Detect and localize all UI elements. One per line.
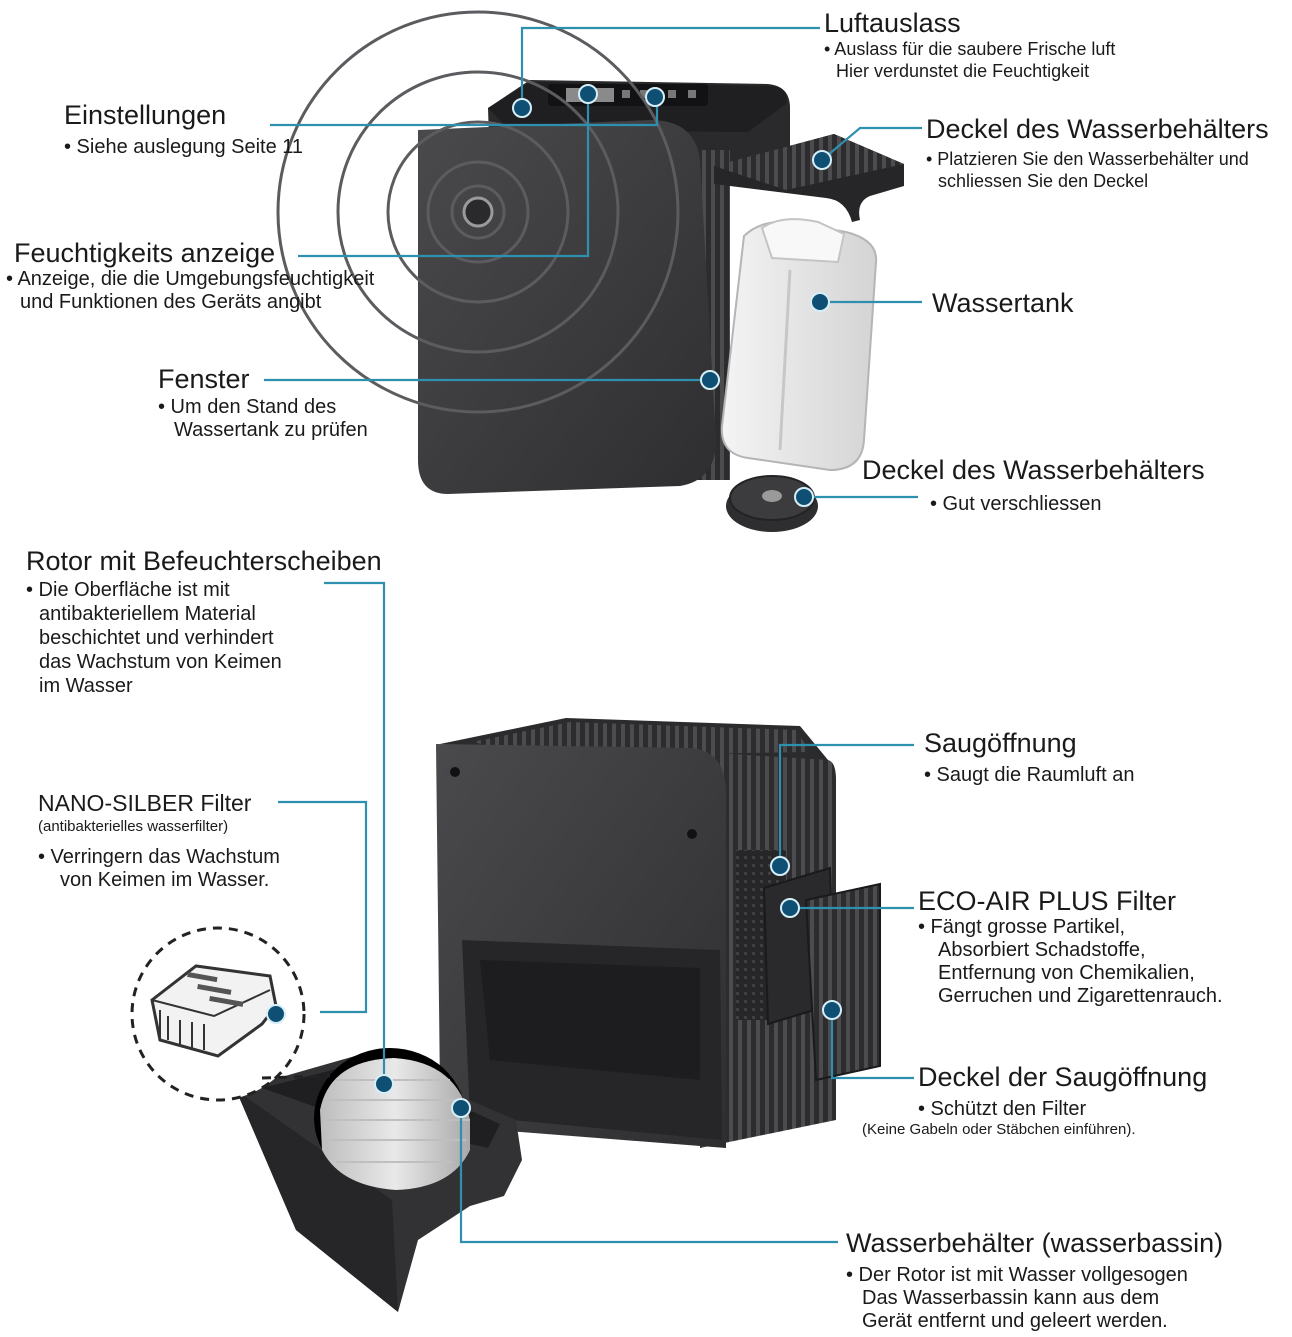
nano-title: NANO-SILBER Filter [38,790,252,816]
dot-deckel-top [812,150,832,170]
rotor-title: Rotor mit Befeuchterscheiben [26,546,382,576]
dot-nano [266,1004,286,1024]
rotor-desc-1: • Die Oberfläche ist mit [26,579,230,601]
callout-ecoair: ECO-AIR PLUS Filter • Fängt grosse Parti… [918,886,1223,1008]
deckel-cap-title: Deckel des Wasserbehälters [862,455,1205,485]
wasserbehaelter-desc-3: Gerät entfernt und geleert werden. [862,1310,1168,1332]
ecoair-title: ECO-AIR PLUS Filter [918,886,1177,916]
dot-luftauslass [512,98,532,118]
fenster-title: Fenster [158,364,250,394]
feuchtigkeit-title: Feuchtigkeits anzeige [14,238,276,268]
luftauslass-desc-1: • Auslass für die saubere Frische luft [824,39,1116,59]
rotor-desc-5: im Wasser [39,675,133,697]
feuchtigkeit-desc-1: • Anzeige, die die Umgebungsfeuchtigkeit [6,268,375,290]
nano-filter-zoom [130,926,331,1102]
nano-desc-2: von Keimen im Wasser. [60,869,270,891]
dot-feuchtigkeit [578,84,598,104]
callout-wasserbehaelter: Wasserbehälter (wasserbassin) • Der Roto… [846,1228,1223,1333]
fenster-desc-2: Wassertank zu prüfen [174,419,368,441]
dot-ecoair [780,898,800,918]
rotor-desc-2: antibakteriellem Material [39,603,256,625]
rotor-desc-4: das Wachstum von Keimen [39,651,282,673]
leader-lines [264,26,922,1244]
saugoeffnung-desc-1: • Saugt die Raumluft an [924,764,1135,786]
ecoair-desc-3: Entfernung von Chemikalien, [938,962,1195,984]
dot-wasserbehaelter [451,1098,471,1118]
dot-deckel-saug [822,1000,842,1020]
deckel-cap-desc-1: • Gut verschliessen [930,493,1102,515]
deckel-top-title: Deckel des Wasserbehälters [926,114,1269,144]
nano-subtitle: (antibakterielles wasserfilter) [38,818,229,835]
dot-wassertank [810,292,830,312]
deckel-top-desc-1: • Platzieren Sie den Wasserbehälter und [926,149,1249,169]
nano-desc-1: • Verringern das Wachstum [38,846,280,868]
einstellungen-title: Einstellungen [64,100,227,130]
callout-deckel-behaelter-top: Deckel des Wasserbehälters • Platzieren … [926,114,1269,192]
rotor-desc-3: beschichtet und verhindert [39,627,274,649]
deckel-saug-title: Deckel der Saugöffnung [918,1062,1208,1092]
wasserbehaelter-desc-2: Das Wasserbassin kann aus dem [862,1287,1160,1309]
dot-saugoeffnung [770,856,790,876]
luftauslass-desc-2: Hier verdunstet die Feuchtigkeit [836,61,1090,81]
fenster-desc-1: • Um den Stand des [158,396,337,418]
callout-fenster: Fenster • Um den Stand des Wassertank zu… [158,364,368,442]
wasserbehaelter-desc-1: • Der Rotor ist mit Wasser vollgesogen [846,1264,1188,1286]
callout-deckel-saug: Deckel der Saugöffnung • Schützt den Fil… [862,1062,1208,1139]
callout-einstellungen: Einstellungen • Siehe auslegung Seite 11 [64,100,303,159]
feuchtigkeit-desc-2: und Funktionen des Geräts angibt [20,291,322,313]
dot-deckel-cap [794,487,814,507]
callout-wassertank: Wassertank [932,288,1074,318]
dot-fenster [700,370,720,390]
deckel-top-desc-2: schliessen Sie den Deckel [938,171,1149,191]
water-basin [236,1048,522,1312]
callout-deckel-behaelter-cap: Deckel des Wasserbehälters • Gut verschl… [862,455,1205,516]
deckel-saug-desc-1: • Schützt den Filter [918,1098,1087,1120]
callout-dots [266,84,842,1118]
einstellungen-desc-1: • Siehe auslegung Seite 11 [64,136,304,158]
lower-unit [436,718,881,1148]
wassertank-title: Wassertank [932,288,1074,318]
upper-unit [276,10,904,532]
callout-nano: NANO-SILBER Filter (antibakterielles was… [38,788,280,892]
callout-rotor: Rotor mit Befeuchterscheiben • Die Oberf… [26,546,382,698]
ecoair-desc-2: Absorbiert Schadstoffe, [938,939,1146,961]
ecoair-desc-1: • Fängt grosse Partikel, [918,916,1126,938]
luftauslass-title: Luftauslass [824,8,961,38]
saugoeffnung-title: Saugöffnung [924,728,1077,758]
wasserbehaelter-title: Wasserbehälter (wasserbassin) [846,1228,1224,1258]
callout-feuchtigkeit: Feuchtigkeits anzeige • Anzeige, die die… [6,238,374,314]
callout-saugoeffnung: Saugöffnung • Saugt die Raumluft an [924,728,1134,787]
ecoair-desc-4: Gerruchen und Zigarettenrauch. [938,985,1223,1007]
dot-rotor [374,1074,394,1094]
dot-einstellungen [645,87,665,107]
callout-luftauslass: Luftauslass • Auslass für die saubere Fr… [824,8,1115,82]
deckel-saug-note: (Keine Gabeln oder Stäbchen einführen). [862,1121,1136,1138]
